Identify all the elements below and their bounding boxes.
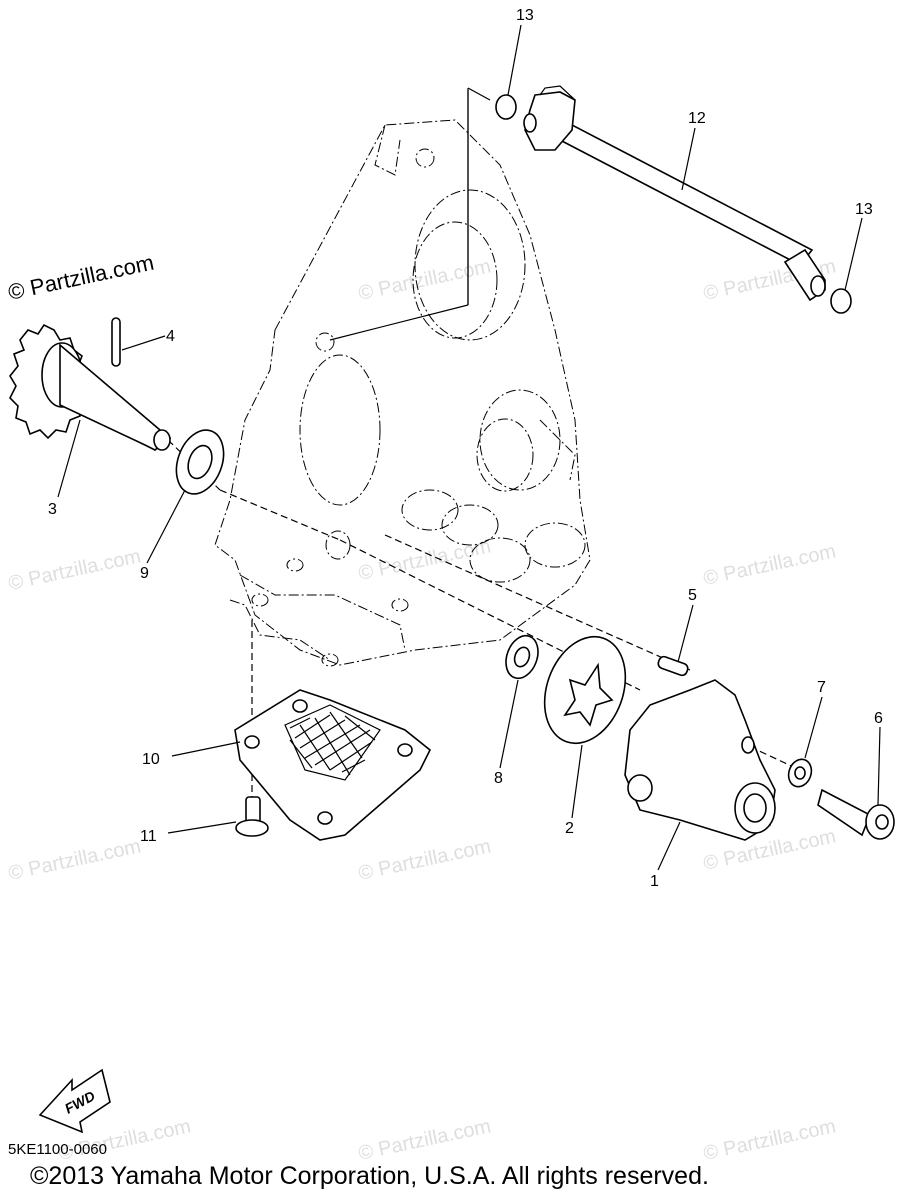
- o-ring-top: [495, 94, 517, 120]
- oil-pump-housing: [624, 679, 776, 841]
- callout-5: 5: [688, 587, 697, 604]
- brand-watermark: © Partzilla.com: [6, 250, 156, 305]
- screw: [235, 796, 269, 837]
- washer-9: [175, 429, 225, 495]
- watermark: © Partzilla.com: [356, 535, 492, 585]
- leader-lines: [57, 24, 881, 871]
- watermark: © Partzilla.com: [6, 835, 142, 885]
- oil-delivery-pipe: [523, 85, 826, 302]
- callout-12: 12: [688, 110, 706, 127]
- callout-1: 1: [650, 873, 659, 890]
- callout-13: 13: [855, 201, 873, 218]
- pump-drive-gear: [9, 317, 172, 451]
- diagram-code: 5KE1100-0060: [8, 1141, 107, 1158]
- crankcase-cover-outline: [214, 119, 591, 667]
- callout-11: 11: [140, 828, 157, 845]
- watermark: © Partzilla.com: [356, 1115, 492, 1165]
- callout-9: 9: [140, 565, 149, 582]
- callout-2: 2: [565, 820, 574, 837]
- fwd-arrow-icon: FWD: [38, 1068, 111, 1134]
- inner-rotor: [543, 635, 627, 745]
- washer-8: [505, 634, 539, 680]
- dowel-pin: [657, 655, 689, 677]
- callout-10: 10: [142, 751, 160, 768]
- watermark: © Partzilla.com: [356, 255, 492, 305]
- washer-7: [787, 758, 813, 788]
- callout-4: 4: [166, 328, 175, 345]
- callout-7: 7: [817, 679, 826, 696]
- callout-6: 6: [874, 710, 883, 727]
- bolt: [817, 788, 895, 840]
- watermark: © Partzilla.com: [701, 540, 837, 590]
- callout-13: 13: [516, 7, 534, 24]
- o-ring-right: [830, 288, 852, 314]
- callout-3: 3: [48, 501, 57, 518]
- copyright-notice: ©2013 Yamaha Motor Corporation, U.S.A. A…: [30, 1162, 709, 1190]
- callout-labels: 13 13 12 4 3 9 10 11 8 2 1 5 7 6: [48, 7, 883, 890]
- watermark: © Partzilla.com: [701, 1115, 837, 1165]
- watermark: © Partzilla.com: [6, 545, 142, 595]
- callout-8: 8: [494, 770, 503, 787]
- strainer-gasket: [234, 689, 432, 841]
- watermark: © Partzilla.com: [356, 835, 492, 885]
